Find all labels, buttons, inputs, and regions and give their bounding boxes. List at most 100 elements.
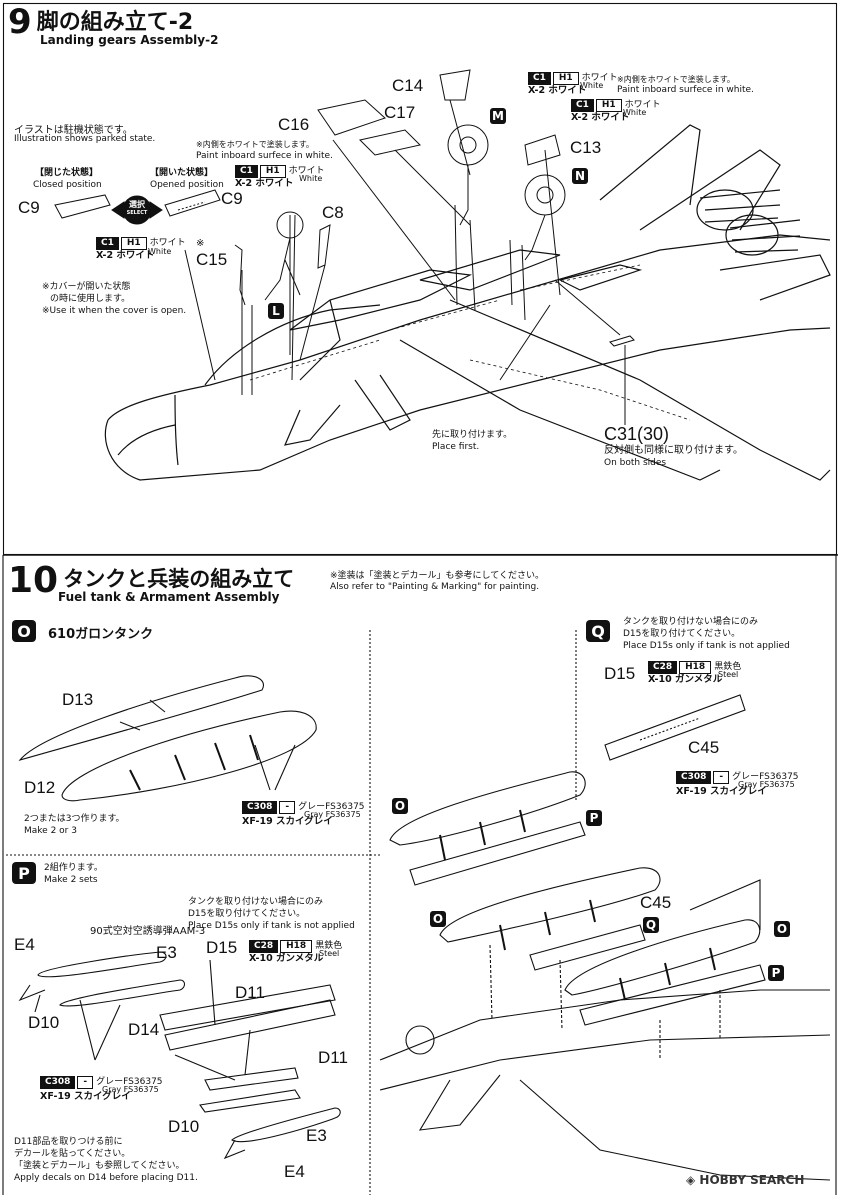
select-badge: 選択 SELECT xyxy=(126,200,148,218)
badge-o: O xyxy=(12,620,36,642)
paint-name: X-2 ホワイト xyxy=(528,85,587,96)
part-d11-top: D11 xyxy=(235,983,265,1002)
paint-name: X-2 ホワイト xyxy=(571,112,630,123)
inboard2-note-jp: ※内側をホワイトで塗装します。 xyxy=(617,75,735,84)
paint-code-c1: C1 xyxy=(571,99,594,112)
assembly-badge-o-1: O xyxy=(392,798,408,814)
inboard-note-en: Paint inboard surfece in white. xyxy=(196,151,333,161)
select-jp: 選択 xyxy=(129,200,145,209)
paint-gray-1: C308-グレーFS36375 Gray FS36375 XF-19 スカイグレ… xyxy=(242,801,365,827)
select-en: SELECT xyxy=(126,210,148,216)
paint-en: White xyxy=(148,247,172,256)
assembly-badge-p-2: P xyxy=(768,965,784,981)
assembly-badge-p-1: P xyxy=(586,810,602,826)
part-e4-bottom: E4 xyxy=(284,1162,305,1181)
paint-code-c28: C28 xyxy=(249,940,279,953)
part-d15-q: D15 xyxy=(604,664,636,683)
part-d11-mid: D11 xyxy=(318,1048,348,1067)
paint-jp: 黒鉄色 xyxy=(714,662,742,672)
part-e4-top: E4 xyxy=(14,935,35,954)
part-e3-top: E3 xyxy=(156,943,177,962)
part-c15: C15 xyxy=(196,250,228,269)
paint-code-c308: C308 xyxy=(676,771,712,784)
paint-jp: ホワイト xyxy=(288,166,325,176)
illustration-note-jp: イラストは駐機状態です。 xyxy=(14,125,133,136)
step10-note-jp: ※塗装は「塗装とデカール」も参考にしてください。 xyxy=(330,571,545,581)
part-c45-assembly: C45 xyxy=(640,893,672,912)
inboard-note-jp: ※内側をホワイトで塗装します。 xyxy=(196,140,314,149)
assembly-badge-o-2: O xyxy=(430,911,446,927)
paint-en: Gray FS36375 xyxy=(738,780,795,789)
paint-en: White xyxy=(299,174,323,183)
closed-label-en: Closed position xyxy=(33,180,102,190)
watermark-logo-icon: ◈ xyxy=(686,1173,700,1187)
paint-code-c308: C308 xyxy=(40,1076,76,1089)
badge-m: M xyxy=(490,108,506,124)
part-e3-bottom: E3 xyxy=(306,1126,327,1145)
p-tank-note-en: Place D15s only if tank is not applied xyxy=(188,921,355,931)
badge-p: P xyxy=(12,862,36,884)
paint-code-c308: C308 xyxy=(242,801,278,814)
paint-code-h1: H1 xyxy=(552,72,579,85)
p-tank-note-jp1: タンクを取り付けない場合にのみ xyxy=(188,897,324,907)
paint-code-h1: H1 xyxy=(595,99,622,112)
step9-number: 9 xyxy=(8,2,32,42)
paint-code-c1: C1 xyxy=(528,72,551,85)
paint-code-dash: - xyxy=(279,801,296,814)
paint-name: X-10 ガンメタル xyxy=(249,953,324,964)
decal-note-jp3: 「塗装とデカール」も参照してください。 xyxy=(14,1161,185,1171)
paint-gray-3: C308-グレーFS36375 Gray FS36375 XF-19 スカイグレ… xyxy=(676,771,799,797)
step9-title-en: Landing gears Assembly-2 xyxy=(40,33,219,47)
paint-code-c1: C1 xyxy=(235,165,258,178)
part-c9-open: C9 xyxy=(221,189,243,208)
cover-note-jp1: ※カバーが開いた状態 xyxy=(42,282,131,292)
part-c45-q: C45 xyxy=(688,738,720,757)
step10-number: 10 xyxy=(8,560,59,601)
step10-header: 10 タンクと兵装の組み立て xyxy=(8,563,294,599)
part-c17: C17 xyxy=(384,103,416,122)
aircraft-step9 xyxy=(104,124,831,481)
decal-note-jp2: デカールを貼ってください。 xyxy=(14,1149,131,1159)
make-2-or-3-jp: 2つまたは3つ作ります。 xyxy=(24,814,125,824)
q-note-jp2: D15を取り付けてください。 xyxy=(623,629,741,639)
watermark-text: HOBBY SEARCH xyxy=(699,1173,805,1187)
both-sides-en: On both sides xyxy=(604,458,667,468)
paint-code-h1: H1 xyxy=(120,237,147,250)
paint-name: XF-19 スカイグレイ xyxy=(40,1091,131,1102)
paint-en: Steel xyxy=(718,670,739,679)
make-2-sets-jp: 2組作ります。 xyxy=(44,863,103,873)
part-c31: C31(30) xyxy=(604,424,670,444)
paint-en: Steel xyxy=(319,949,340,958)
part-c16: C16 xyxy=(278,115,310,134)
assembly-badge-q: Q xyxy=(643,917,659,933)
paint-gray-2: C308-グレーFS36375 Gray FS36375 XF-19 スカイグレ… xyxy=(40,1076,163,1102)
badge-q: Q xyxy=(586,620,610,642)
paint-name: X-2 ホワイト xyxy=(96,250,155,261)
paint-name: X-10 ガンメタル xyxy=(648,674,723,685)
step9-header: 9 脚の組み立て-2 xyxy=(8,5,193,40)
paint-name: XF-19 スカイグレイ xyxy=(242,816,333,827)
watermark: ◈ HOBBY SEARCH xyxy=(686,1173,804,1187)
q-note-en: Place D15s only if tank is not applied xyxy=(623,641,790,651)
paint-jp: グレーFS36375 xyxy=(732,772,799,782)
decal-note-jp1: D11部品を取りつける前に xyxy=(14,1137,123,1147)
paint-jp: ホワイト xyxy=(149,238,186,248)
paint-code-dash: - xyxy=(77,1076,94,1089)
asterisk-mark: ※ xyxy=(196,238,205,249)
part-d10-top: D10 xyxy=(28,1013,60,1032)
paint-jp: ホワイト xyxy=(624,100,661,110)
part-c8: C8 xyxy=(322,203,344,222)
part-d14: D14 xyxy=(128,1020,160,1039)
place-first-jp: 先に取り付けます。 xyxy=(432,430,513,440)
part-d12: D12 xyxy=(24,778,56,797)
cover-note-en: ※Use it when the cover is open. xyxy=(42,306,187,316)
paint-en: Gray FS36375 xyxy=(102,1085,159,1094)
make-2-or-3-en: Make 2 or 3 xyxy=(24,826,77,836)
paint-code-dash: - xyxy=(713,771,730,784)
paint-name: X-2 ホワイト xyxy=(235,178,294,189)
part-d15-left: D15 xyxy=(206,938,238,957)
